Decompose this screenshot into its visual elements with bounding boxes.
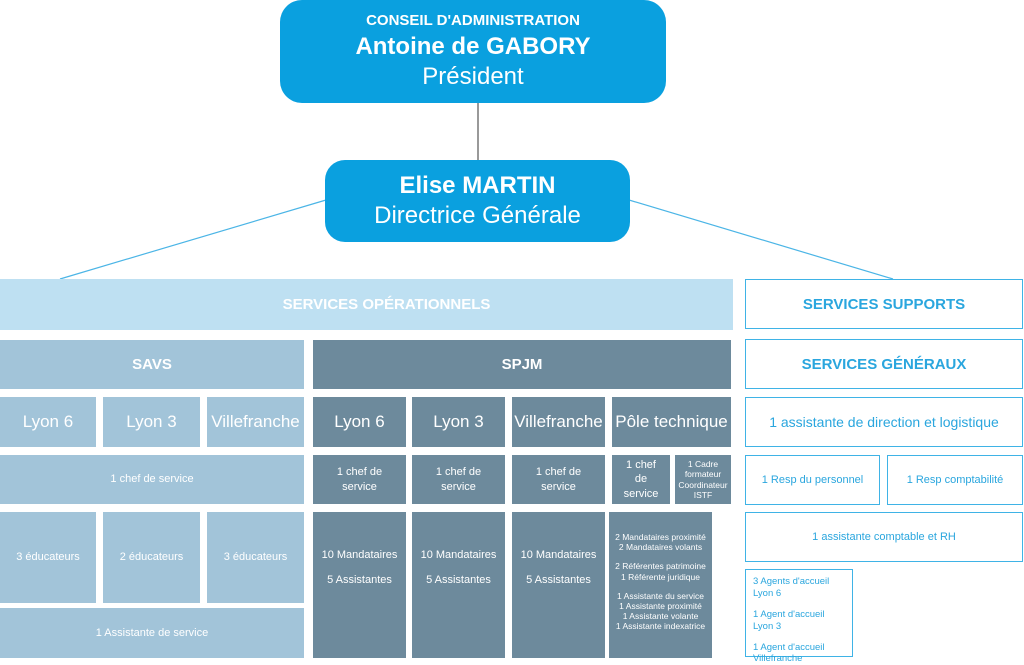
general-services-header: SERVICES GÉNÉRAUX xyxy=(745,339,1023,389)
staff-line: 2 Référentes patrimoine xyxy=(615,561,706,571)
support-services-header: SERVICES SUPPORTS xyxy=(745,279,1023,329)
spjm-title: SPJM xyxy=(502,356,543,373)
staff-label: 2 éducateurs xyxy=(120,550,184,564)
trainer-label: 1 Cadre formateur Coordinateur ISTF xyxy=(677,459,729,500)
agent-line: 1 Agent d'accueil Villefranche xyxy=(753,642,845,665)
mandataires-label: 10 Mandataires xyxy=(421,548,497,562)
savs-staff-lyon6: 3 éducateurs xyxy=(0,512,96,603)
spjm-site-villefranche: Villefranche xyxy=(512,397,605,447)
savs-title: SAVS xyxy=(132,356,172,373)
site-label: Villefranche xyxy=(514,412,603,432)
spjm-trainer-coordinator: 1 Cadre formateur Coordinateur ISTF xyxy=(675,455,731,504)
assistantes-label: 5 Assistantes xyxy=(327,573,392,587)
assistantes-label: 5 Assistantes xyxy=(426,573,491,587)
operational-services-header: SERVICES OPÉRATIONNELS xyxy=(0,279,733,330)
direction-assistant-label: 1 assistante de direction et logistique xyxy=(769,414,999,430)
operational-services-title: SERVICES OPÉRATIONNELS xyxy=(243,296,491,313)
spjm-chief-lyon6: 1 chef de service xyxy=(313,455,406,504)
accounting-assistant-box: 1 assistante comptable et RH xyxy=(745,512,1023,562)
director-role: Directrice Générale xyxy=(374,202,581,230)
savs-staff-villefranche: 3 éducateurs xyxy=(207,512,304,603)
spjm-site-lyon3: Lyon 3 xyxy=(412,397,505,447)
spjm-staff-lyon6: 10 Mandataires 5 Assistantes xyxy=(313,512,406,658)
assistantes-label: 5 Assistantes xyxy=(526,573,591,587)
spjm-chief-technical: 1 chef de service xyxy=(612,455,670,504)
mandataires-label: 10 Mandataires xyxy=(521,548,597,562)
chief-label: 1 chef de service xyxy=(530,465,587,494)
savs-chief: 1 chef de service xyxy=(0,455,304,504)
assistant-label: 1 Assistante de service xyxy=(96,626,209,640)
site-label: Lyon 6 xyxy=(23,412,73,432)
hr-manager-box: 1 Resp du personnel xyxy=(745,455,880,505)
director-to-support-line xyxy=(629,200,893,279)
direction-assistant-box: 1 assistante de direction et logistique xyxy=(745,397,1023,447)
spjm-chief-villefranche: 1 chef de service xyxy=(512,455,605,504)
general-services-title: SERVICES GÉNÉRAUX xyxy=(802,356,967,373)
chief-label: 1 chef de service xyxy=(110,472,193,486)
agent-line: 3 Agents d'accueil Lyon 6 xyxy=(753,576,845,600)
agent-line: 1 Agent d'accueil Lyon 3 xyxy=(753,609,845,633)
mandataires-label: 10 Mandataires xyxy=(322,548,398,562)
savs-site-lyon6: Lyon 6 xyxy=(0,397,96,447)
site-label: Lyon 3 xyxy=(433,412,483,432)
president-name: Antoine de GABORY xyxy=(355,33,590,61)
staff-line: 1 Assistante du service xyxy=(617,591,704,601)
staff-line: 1 Assistante proximité xyxy=(619,601,702,611)
staff-label: 3 éducateurs xyxy=(16,550,80,564)
chief-label: 1 chef de service xyxy=(331,465,388,494)
director-to-operational-line xyxy=(60,200,326,279)
board-label: CONSEIL D'ADMINISTRATION xyxy=(366,12,580,29)
director-name: Elise MARTIN xyxy=(399,172,555,200)
spjm-site-technical: Pôle technique xyxy=(612,397,731,447)
accounting-assistant-label: 1 assistante comptable et RH xyxy=(812,531,956,543)
spjm-staff-lyon3: 10 Mandataires 5 Assistantes xyxy=(412,512,505,658)
spjm-staff-technical: 2 Mandataires proximité 2 Mandataires vo… xyxy=(609,512,712,658)
site-label: Pôle technique xyxy=(615,412,727,432)
savs-site-lyon3: Lyon 3 xyxy=(103,397,200,447)
chief-label: 1 chef de service xyxy=(622,458,660,501)
spjm-header: SPJM xyxy=(313,340,731,389)
president-box: CONSEIL D'ADMINISTRATION Antoine de GABO… xyxy=(280,0,666,103)
spjm-chief-lyon3: 1 chef de service xyxy=(412,455,505,504)
president-role: Président xyxy=(422,63,523,91)
reception-agents-box: 3 Agents d'accueil Lyon 6 1 Agent d'accu… xyxy=(745,569,853,657)
staff-line: 1 Assistante indexatrice xyxy=(616,621,705,631)
support-services-title: SERVICES SUPPORTS xyxy=(803,296,965,313)
hr-manager-label: 1 Resp du personnel xyxy=(762,474,864,486)
savs-header: SAVS xyxy=(0,340,304,389)
savs-assistant: 1 Assistante de service xyxy=(0,608,304,658)
accounting-manager-box: 1 Resp comptabilité xyxy=(887,455,1023,505)
spjm-staff-villefranche: 10 Mandataires 5 Assistantes xyxy=(512,512,605,658)
site-label: Lyon 6 xyxy=(334,412,384,432)
staff-line: 1 Référente juridique xyxy=(621,572,700,582)
savs-staff-lyon3: 2 éducateurs xyxy=(103,512,200,603)
director-box: Elise MARTIN Directrice Générale xyxy=(325,160,630,242)
site-label: Villefranche xyxy=(211,412,300,432)
staff-line: 2 Mandataires proximité xyxy=(615,532,706,542)
staff-line: 1 Assistante volante xyxy=(623,611,699,621)
savs-site-villefranche: Villefranche xyxy=(207,397,304,447)
accounting-manager-label: 1 Resp comptabilité xyxy=(907,474,1004,486)
staff-label: 3 éducateurs xyxy=(224,550,288,564)
staff-line: 2 Mandataires volants xyxy=(619,542,702,552)
chief-label: 1 chef de service xyxy=(430,465,487,494)
site-label: Lyon 3 xyxy=(126,412,176,432)
spjm-site-lyon6: Lyon 6 xyxy=(313,397,406,447)
